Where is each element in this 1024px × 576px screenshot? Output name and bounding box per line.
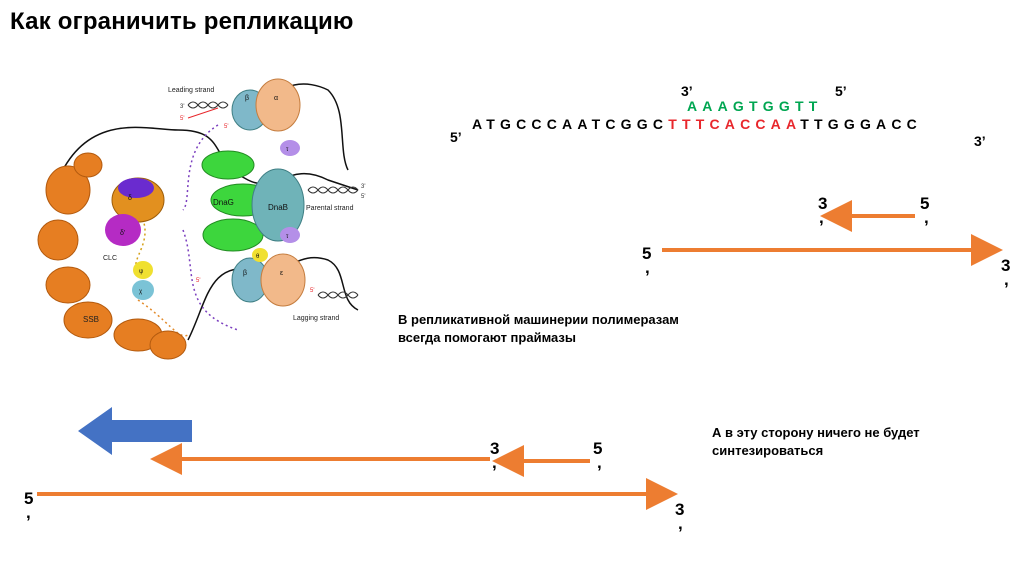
- blue-direction-arrow: [78, 407, 192, 455]
- svg-text:3': 3': [361, 184, 365, 190]
- svg-text:δ: δ: [128, 195, 132, 202]
- dnab-label: DnaB: [268, 203, 288, 212]
- template-3prime: 3’: [974, 133, 986, 149]
- svg-text:5': 5': [361, 194, 365, 200]
- svg-text:ψ: ψ: [139, 269, 143, 275]
- primer-5prime: 5’: [835, 83, 847, 99]
- slide-title: Как ограничить репликацию: [10, 8, 354, 35]
- dnag-label: DnaG: [213, 198, 234, 207]
- ssb-label: SSB: [83, 315, 99, 324]
- ssb-chain: [37, 152, 187, 360]
- svg-text:β: β: [243, 270, 247, 277]
- template-sequence: ATGCCCAATCGGCTTTCACCAATTGGGACC: [472, 116, 922, 132]
- svg-text:τ: τ: [286, 234, 289, 240]
- svg-text:5': 5': [196, 278, 200, 284]
- svg-text:τ: τ: [286, 147, 289, 153]
- template-primer-site: TTTCACCAA: [668, 116, 801, 132]
- note-other-side: А в эту сторону ничего не будет синтезир…: [712, 425, 920, 458]
- svg-text:ε: ε: [280, 270, 283, 277]
- lagging-strand-label: Lagging strand: [293, 315, 339, 322]
- svg-text:θ: θ: [256, 254, 260, 260]
- primer-3prime: 3’: [681, 83, 693, 99]
- svg-text:α: α: [274, 95, 278, 102]
- svg-text:5': 5': [310, 288, 314, 294]
- svg-text:5': 5': [224, 124, 228, 130]
- svg-text:5': 5': [180, 116, 184, 122]
- leading-strand-label: Leading strand: [168, 87, 214, 94]
- svg-text:β: β: [245, 95, 249, 102]
- svg-text:χ: χ: [139, 289, 143, 295]
- svg-text:δ': δ': [120, 230, 125, 237]
- replication-machinery-figure: SSB δ δ' CLC ψ χ DnaG DnaB τ τ β α Leadi…: [37, 78, 365, 360]
- clc-label: CLC: [103, 255, 117, 262]
- parental-strand-label: Parental strand: [306, 205, 354, 212]
- template-5prime: 5’: [450, 129, 462, 145]
- primer-sequence: AAAGTGGTT: [687, 98, 823, 114]
- note-primase: В репликативной машинерии полимеразам вс…: [398, 312, 679, 345]
- svg-text:3': 3': [180, 104, 184, 110]
